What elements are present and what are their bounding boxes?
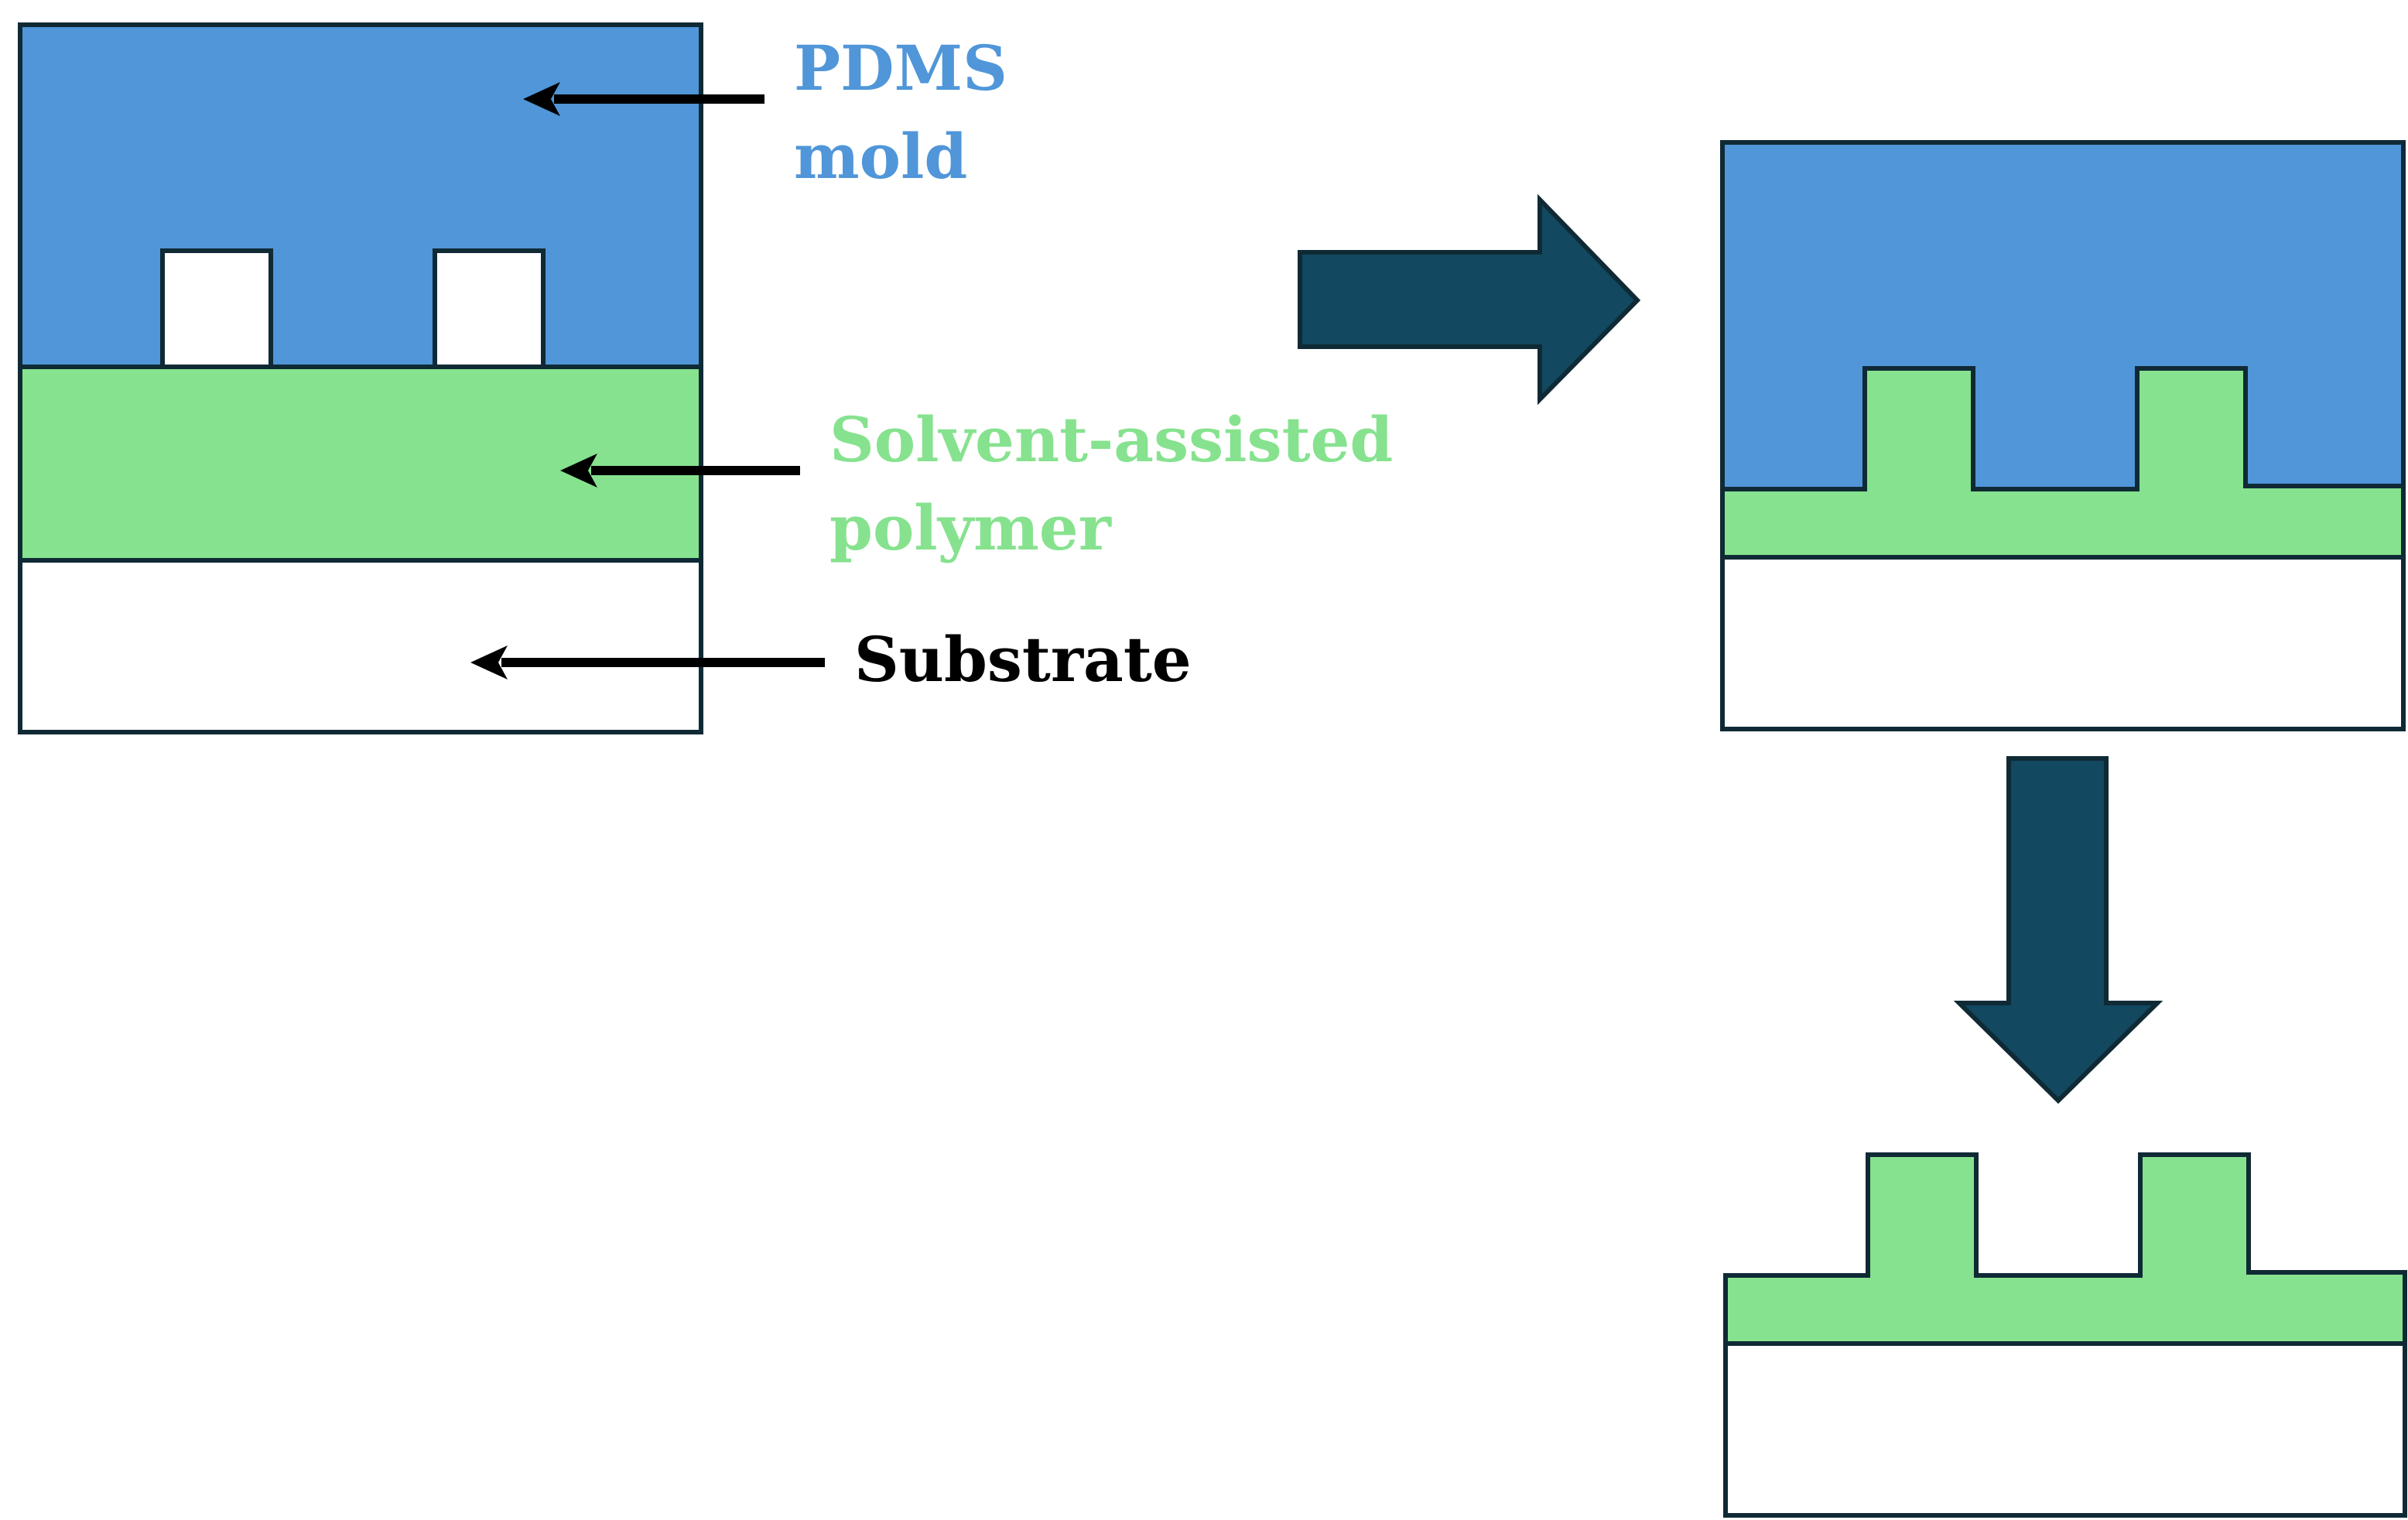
stage-1-pdms-mold xyxy=(18,22,703,369)
stage-1-initial-stack xyxy=(18,22,703,734)
stage-1-substrate xyxy=(18,558,703,734)
stage-1-polymer-layer xyxy=(18,365,703,563)
label-pdms-mold-line-1: PDMS xyxy=(794,32,1007,104)
stage-3-polymer-layer xyxy=(1723,1152,2407,1346)
label-substrate: Substrate xyxy=(854,623,1192,696)
stage-1-mold-cavity-right xyxy=(433,248,546,369)
label-pdms-mold: PDMS mold xyxy=(794,32,1029,193)
pointer-arrow-mold xyxy=(523,82,764,116)
process-arrow-down xyxy=(1953,756,2163,1104)
label-pdms-mold-line-2: mold xyxy=(794,120,967,193)
label-polymer-line-2: polymer xyxy=(829,491,1112,564)
stage-3-substrate xyxy=(1723,1341,2407,1518)
stage-3-patterned-polymer xyxy=(1723,1152,2407,1518)
process-arrow-right xyxy=(1298,193,1641,406)
stage-1-mold-cavity-left xyxy=(160,248,273,369)
pointer-arrow-substrate xyxy=(470,645,825,680)
label-polymer-line-1: Solvent-assisted xyxy=(829,403,1393,476)
pointer-arrow-polymer xyxy=(560,454,800,488)
stage-2-imprint xyxy=(1720,140,2406,731)
stage-2-substrate xyxy=(1720,555,2406,731)
label-solvent-assisted-polymer: Solvent-assisted polymer xyxy=(829,403,1414,564)
